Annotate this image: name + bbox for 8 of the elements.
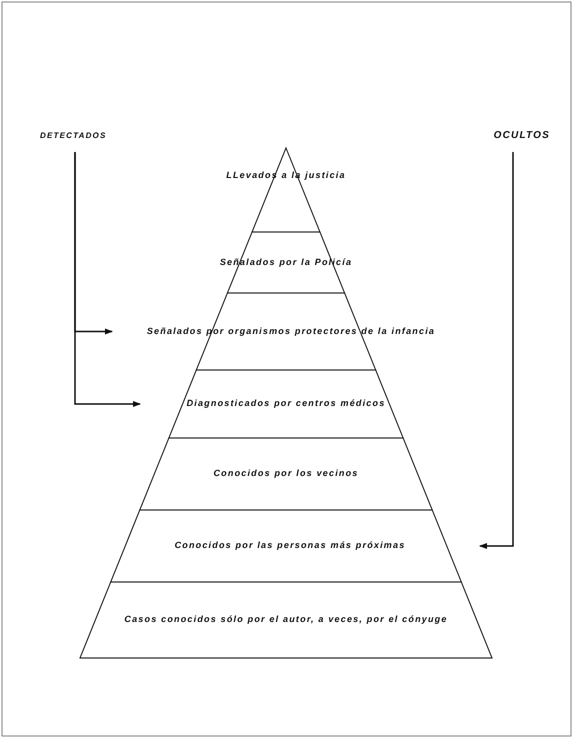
bracket-arrow: [74, 152, 141, 407]
tier-label: Diagnosticados por centros médicos: [186, 398, 386, 409]
group-label: DETECTADOS: [40, 130, 108, 141]
bracket-arrow: [479, 152, 514, 549]
tier-label: Conocidos por las personas más próximas: [174, 540, 406, 551]
tier-label: Casos conocidos sólo por el autor, a veces, por el cónyuge: [123, 614, 449, 625]
group-label: OCULTOS: [492, 130, 550, 141]
tier-label: Conocidos por los vecinos: [212, 468, 360, 479]
